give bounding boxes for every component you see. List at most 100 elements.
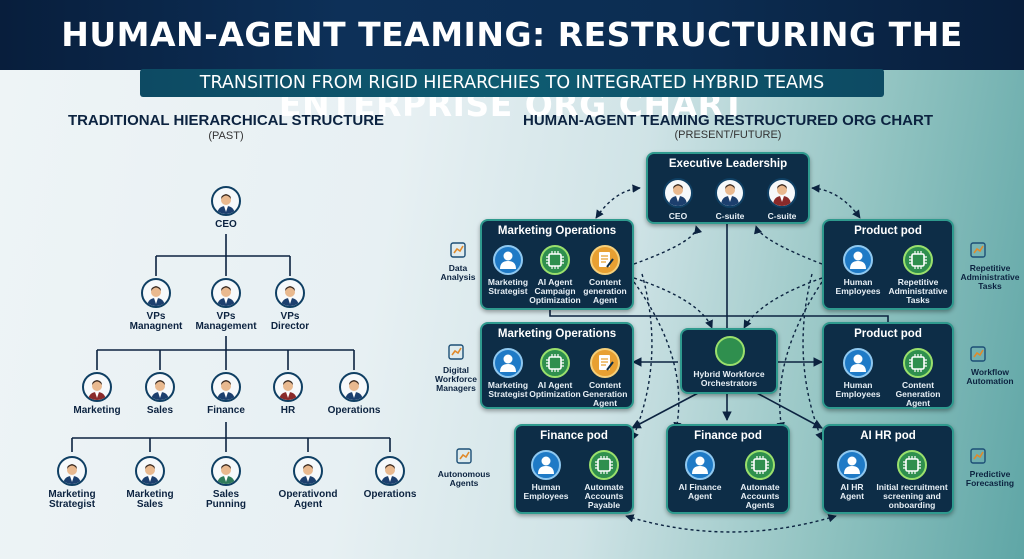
finance-pod-6-title: Finance pod (694, 430, 762, 442)
dept-operations-avatar-icon (339, 372, 369, 402)
main-title: HUMAN-AGENT TEAMING: RESTRUCTURING THE E… (0, 0, 1024, 124)
product-pod-4-title: Product pod (854, 328, 922, 340)
side-left-3-icon (456, 448, 472, 464)
finance-pod-5-title: Finance pod (540, 430, 608, 442)
role-2-avatar-icon (135, 456, 165, 486)
dept-hr-label: HR (280, 405, 296, 416)
product-pod-2-person-icon (843, 245, 873, 275)
exec-member-2-avatar-icon (715, 178, 745, 208)
dept-hr-avatar-icon (273, 372, 303, 402)
marketing-operations-3-person-icon (493, 348, 523, 378)
ceo-avatar-icon (211, 186, 241, 216)
orchestrator-ai-chip-icon (715, 336, 745, 366)
role-5-label: Operations (363, 489, 417, 500)
product-pod-2-ai-chip-icon (903, 245, 933, 275)
finance-pod-5-ai-chip-icon (589, 450, 619, 480)
subtitle-banner: TRANSITION FROM RIGID HIERARCHIES TO INT… (140, 69, 884, 97)
side-left-1-icon (450, 242, 466, 258)
marketing-operations-3-ai-chip-icon (540, 348, 570, 378)
marketing-operations-3-title: Marketing Operations (497, 328, 617, 340)
finance-pod-6-person-icon (685, 450, 715, 480)
traditional-subheading: (PAST) (208, 130, 244, 142)
side-right-3-icon (970, 448, 986, 464)
dept-marketing-label: Marketing (73, 405, 121, 416)
marketing-operations-1-document-icon (590, 245, 620, 275)
dept-marketing-avatar-icon (82, 372, 112, 402)
side-right-1-icon (970, 242, 986, 258)
vp-1-avatar-icon (141, 278, 171, 308)
vp-2-avatar-icon (211, 278, 241, 308)
exec-member-1-avatar-icon (663, 178, 693, 208)
side-right-2-icon (970, 346, 986, 362)
product-pod-4-ai-chip-icon (903, 348, 933, 378)
marketing-operations-1-title: Marketing Operations (497, 225, 617, 237)
finance-pod-5-person-icon (531, 450, 561, 480)
restructured-subheading: (PRESENT/FUTURE) (674, 129, 782, 141)
dept-finance-avatar-icon (211, 372, 241, 402)
exec-member-3-label: C-suite (767, 211, 797, 221)
role-5-avatar-icon (375, 456, 405, 486)
executive-leadership-title: Executive Leadership (668, 158, 788, 170)
traditional-heading: TRADITIONAL HIERARCHICAL STRUCTURE (67, 112, 385, 129)
dept-operations-label: Operations (327, 405, 381, 416)
ai-hr-pod-7-title: AI HR pod (860, 430, 916, 442)
dept-sales-avatar-icon (145, 372, 175, 402)
executive-leadership-box: Executive Leadership CEO C-suite C-suite (646, 152, 810, 224)
dept-sales-label: Sales (146, 405, 174, 416)
ai-hr-pod-7-person-icon (837, 450, 867, 480)
marketing-operations-3-document-icon (590, 348, 620, 378)
role-1-avatar-icon (57, 456, 87, 486)
finance-pod-6-ai-chip-icon (745, 450, 775, 480)
ai-hr-pod-7-ai-chip-icon (897, 450, 927, 480)
restructured-heading: HUMAN-AGENT TEAMING RESTRUCTURED ORG CHA… (523, 112, 933, 129)
exec-member-3-avatar-icon (767, 178, 797, 208)
exec-member-2-label: C-suite (715, 211, 745, 221)
exec-member-1-label: CEO (668, 211, 688, 221)
ceo-label: CEO (215, 219, 237, 230)
product-pod-2-title: Product pod (854, 225, 922, 237)
product-pod-4-person-icon (843, 348, 873, 378)
marketing-operations-1-ai-chip-icon (540, 245, 570, 275)
role-3-avatar-icon (211, 456, 241, 486)
side-left-2-icon (448, 344, 464, 360)
vp-3-avatar-icon (275, 278, 305, 308)
role-4-avatar-icon (293, 456, 323, 486)
